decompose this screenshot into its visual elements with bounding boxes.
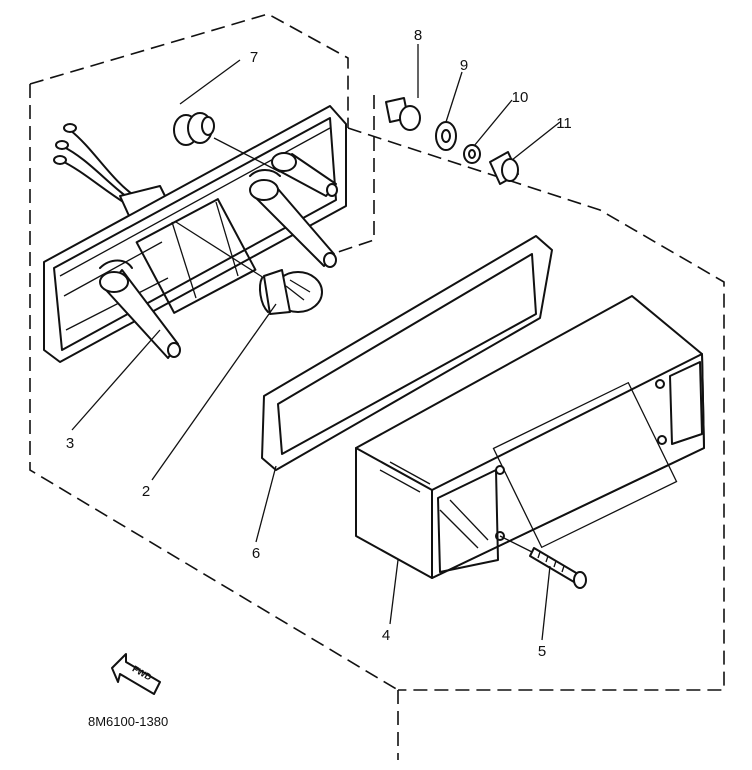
drawing-number: 8M6100-1380 xyxy=(88,714,168,729)
forward-arrow-icon: FWD xyxy=(111,653,161,695)
collar xyxy=(385,97,421,131)
group-outline-housing xyxy=(29,13,399,691)
callout-7: 7 xyxy=(250,49,258,66)
gasket xyxy=(261,235,553,471)
leader-lines xyxy=(71,44,561,641)
nut xyxy=(489,151,519,185)
callout-4: 4 xyxy=(382,627,390,644)
washer xyxy=(435,121,457,151)
grommet xyxy=(173,112,281,173)
group-outline-lens xyxy=(347,127,725,760)
spring-washer xyxy=(463,144,481,164)
callout-6: 6 xyxy=(252,545,260,562)
callout-2: 2 xyxy=(142,483,150,500)
callout-8: 8 xyxy=(414,27,422,44)
callout-10: 10 xyxy=(512,89,529,106)
callout-3: 3 xyxy=(66,435,74,452)
callout-9: 9 xyxy=(460,57,468,74)
screw xyxy=(499,535,587,589)
socket-assembly xyxy=(99,152,338,359)
bulb xyxy=(175,221,323,315)
callout-5: 5 xyxy=(538,643,546,660)
callout-11: 11 xyxy=(556,115,572,132)
lens-cover xyxy=(355,295,705,579)
callout-labels: 2 3 4 5 6 7 8 9 10 11 xyxy=(66,27,572,660)
